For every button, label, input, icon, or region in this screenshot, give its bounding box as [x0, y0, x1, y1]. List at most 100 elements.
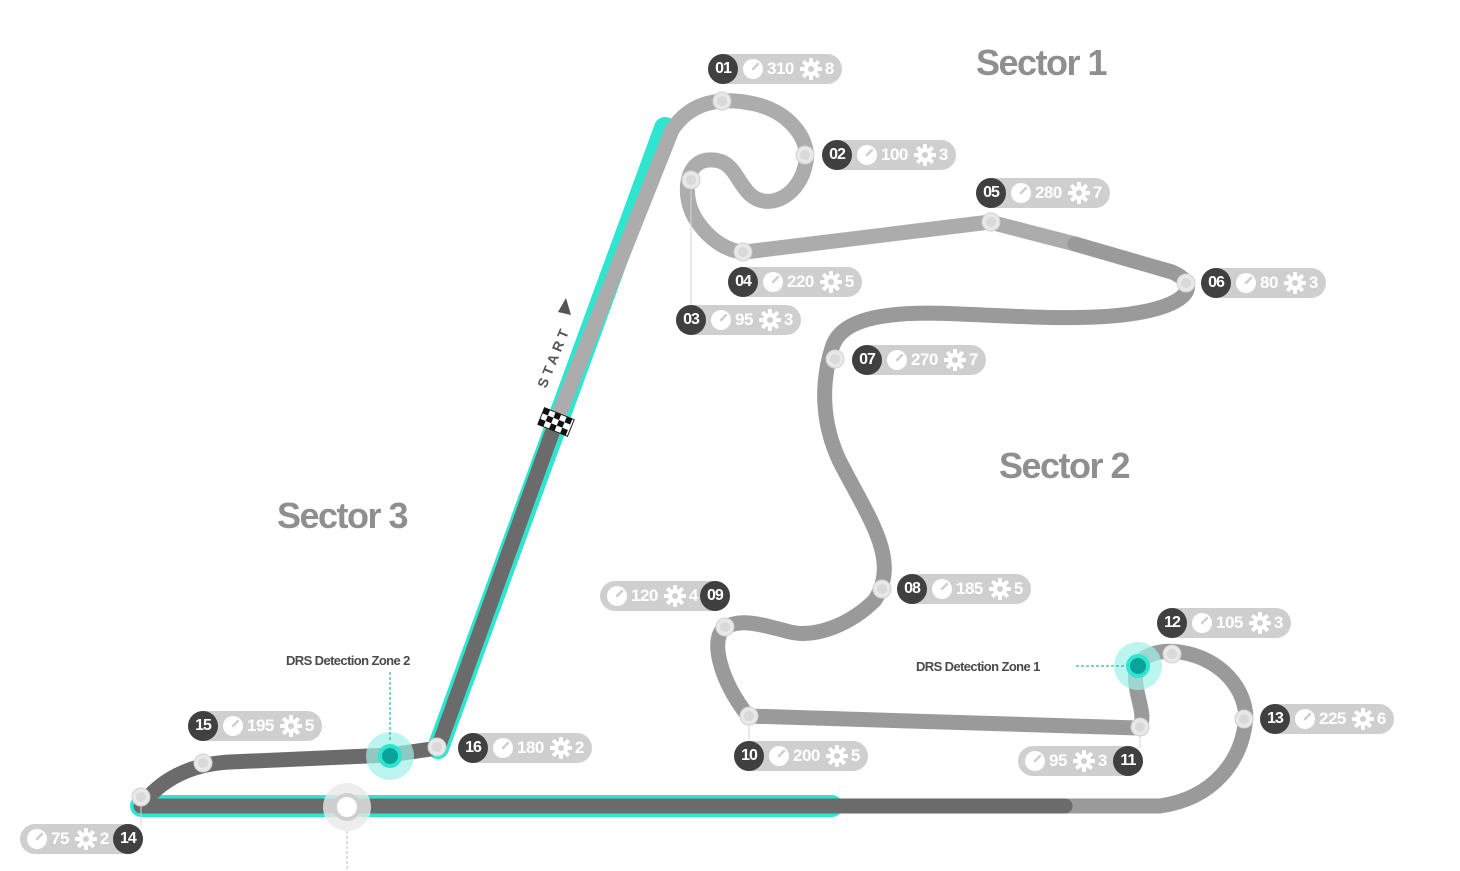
- corner-speed: 120: [631, 586, 658, 605]
- gear-icon: [74, 828, 97, 850]
- corner-gear: 5: [850, 746, 860, 765]
- corner-number: 11: [1112, 746, 1143, 776]
- drs-detection-point-1: [1076, 642, 1162, 690]
- speedometer-icon: [223, 716, 243, 736]
- sector-1-label: Sector 1: [976, 42, 1108, 83]
- corner-badge-09: 120 4 09: [600, 581, 730, 611]
- corner-marker-12: [1162, 644, 1182, 664]
- corner-number: 16: [458, 733, 488, 763]
- corner-number: 05: [976, 178, 1006, 208]
- corner-number: 10: [734, 741, 764, 771]
- gear-icon: [279, 715, 302, 737]
- corner-marker-15: [193, 753, 213, 773]
- sector-3-label: Sector 3: [277, 495, 409, 536]
- corner-speed: 200: [793, 746, 820, 765]
- gear-icon: [913, 144, 936, 166]
- sector-2-label: Sector 2: [999, 445, 1131, 486]
- drs-detection-zone-1-label: DRS Detection Zone 1: [916, 659, 1040, 674]
- corner-badge-10: 10 200 5: [734, 741, 868, 771]
- corner-number: 01: [708, 54, 738, 84]
- speedometer-icon: [769, 746, 789, 766]
- gear-icon: [1072, 750, 1095, 772]
- corner-badge-16: 16 180 2: [458, 733, 592, 763]
- corner-gear: 8: [824, 59, 834, 78]
- gear-icon: [663, 585, 686, 607]
- leader-lines: [140, 190, 1141, 825]
- corner-number: 15: [188, 711, 218, 741]
- gear-icon: [1248, 612, 1271, 634]
- corner-speed: 100: [881, 145, 908, 164]
- speedometer-icon: [27, 829, 47, 849]
- speedometer-icon: [1295, 709, 1315, 729]
- corner-gear: 5: [1013, 579, 1023, 598]
- speedometer-icon: [743, 59, 763, 79]
- speedometer-icon: [1192, 613, 1212, 633]
- corner-speed: 220: [787, 272, 814, 291]
- corner-marker-03: [681, 170, 701, 190]
- corner-marker-16: [427, 737, 447, 757]
- corner-badge-08: 08 185 5: [897, 574, 1031, 604]
- corner-gear: 7: [1092, 183, 1102, 202]
- corner-badge-11: 95 3 11: [1018, 746, 1143, 776]
- corner-number: 12: [1157, 608, 1187, 638]
- track-sector-1: [548, 93, 1083, 430]
- corner-marker-10: [739, 706, 759, 726]
- gear-icon: [819, 271, 842, 293]
- speedometer-icon: [763, 272, 783, 292]
- gear-icon: [1351, 708, 1374, 730]
- corner-gear: 5: [304, 716, 314, 735]
- gear-icon: [1283, 272, 1306, 294]
- speedometer-icon: [493, 738, 513, 758]
- speedometer-icon: [1011, 183, 1031, 203]
- chequered-flag-icon: [537, 407, 575, 437]
- corner-speed: 195: [247, 716, 274, 735]
- corner-marker-06: [1176, 273, 1196, 293]
- corner-badge-04: 04 220 5: [728, 267, 862, 297]
- corner-marker-09: [715, 617, 735, 637]
- speedometer-icon: [607, 586, 627, 606]
- corner-gear: 2: [574, 738, 584, 757]
- corner-marker-11: [1130, 717, 1150, 737]
- corner-marker-04: [733, 242, 753, 262]
- corner-gear: 2: [99, 829, 109, 848]
- corner-badge-05: 05 280 7: [976, 178, 1110, 208]
- corner-number: 09: [699, 581, 730, 611]
- corner-gear: 3: [1097, 751, 1107, 770]
- corner-badge-15: 15 195 5: [188, 711, 322, 741]
- corner-number: 04: [728, 267, 758, 297]
- corner-badge-02: 02 100 3: [822, 140, 956, 170]
- corner-gear: 5: [844, 272, 854, 291]
- corner-gear: 6: [1376, 709, 1386, 728]
- corner-marker-08: [872, 579, 892, 599]
- corner-number: 03: [676, 305, 706, 335]
- corner-marker-07: [825, 349, 845, 369]
- gear-icon: [988, 578, 1011, 600]
- drs-zones: [130, 117, 843, 817]
- corner-marker-02: [795, 145, 815, 165]
- speedometer-icon: [1236, 273, 1256, 293]
- gear-icon: [758, 309, 781, 331]
- corner-number: 08: [897, 574, 927, 604]
- corner-number: 02: [822, 140, 852, 170]
- corner-marker-14: [131, 787, 151, 807]
- speedometer-icon: [1025, 751, 1045, 771]
- corner-gear: 4: [688, 586, 698, 605]
- gear-icon: [825, 745, 848, 767]
- corner-gear: 3: [938, 145, 948, 164]
- corner-number: 07: [852, 345, 882, 375]
- track-sector-3-straight: [133, 414, 1073, 814]
- corner-gear: 3: [783, 310, 793, 329]
- drs-detection-point-2: [366, 672, 414, 780]
- gear-icon: [799, 58, 822, 80]
- corner-badge-07: 07 270 7: [852, 345, 986, 375]
- drs-detection-zone-2-label: DRS Detection Zone 2: [286, 653, 410, 668]
- speedometer-icon: [932, 579, 952, 599]
- corner-markers: [131, 91, 1254, 807]
- gear-icon: [549, 737, 572, 759]
- corner-badge-14: 75 2 14: [20, 824, 143, 854]
- speedometer-icon: [711, 310, 731, 330]
- corner-speed: 95: [735, 310, 753, 329]
- gear-icon: [1067, 182, 1090, 204]
- corner-speed: 95: [1049, 751, 1067, 770]
